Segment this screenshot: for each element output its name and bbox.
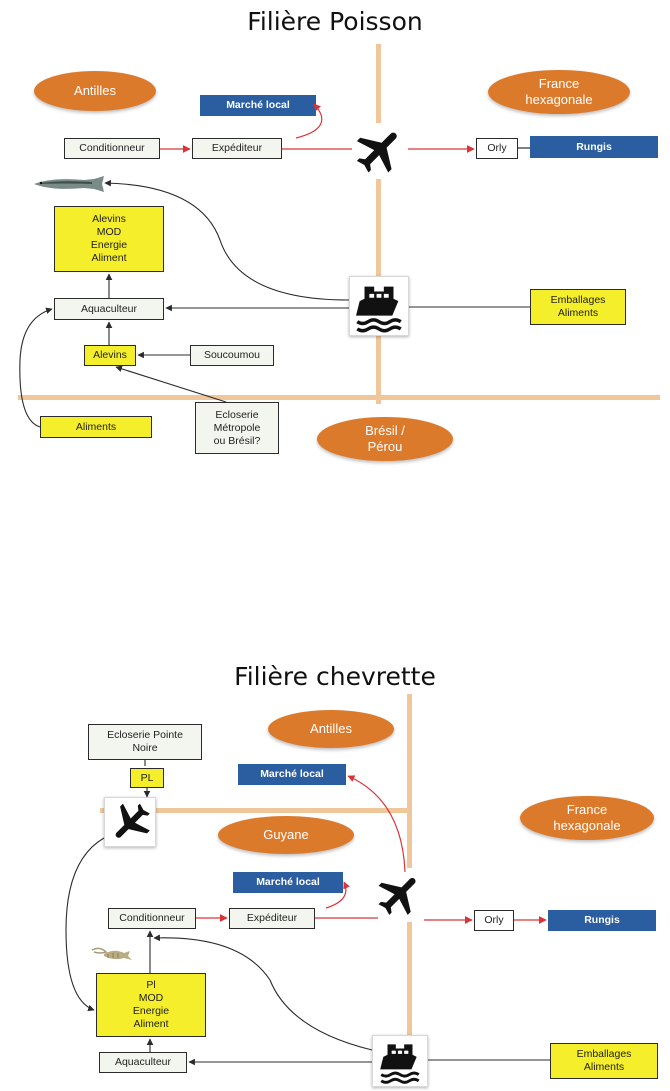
- poisson-arrow-ship-to-fish: [104, 179, 350, 301]
- chevrette-marche-local-1: Marché local: [238, 764, 346, 785]
- shrimp-icon: [88, 944, 134, 966]
- airplane-icon: [104, 797, 156, 847]
- poisson-orly: Orly: [476, 138, 518, 159]
- poisson-emballages: Emballages Aliments: [530, 289, 626, 325]
- poisson-region-antilles: Antilles: [34, 71, 156, 111]
- chevrette-conditionneur: Conditionneur: [108, 908, 196, 929]
- chevrette-title: Filière chevrette: [234, 662, 436, 691]
- poisson-rungis: Rungis: [530, 136, 658, 158]
- poisson-title: Filière Poisson: [247, 7, 423, 36]
- poisson-vertical-separator: [376, 44, 381, 404]
- chevrette-arrow-plane-intrants: [65, 837, 105, 1012]
- poisson-ecloserie: Ecloserie Métropole ou Brésil?: [195, 402, 279, 454]
- poisson-arrow-aliments-aquaculteur: [19, 307, 53, 428]
- chevrette-ecloserie: Ecloserie Pointe Noire: [88, 724, 202, 760]
- airplane-icon: [374, 868, 426, 922]
- chevrette-arrow-ship-conditionneur: [153, 934, 373, 1051]
- poisson-conditionneur: Conditionneur: [64, 138, 160, 159]
- chevrette-region-antilles: Antilles: [268, 710, 394, 748]
- poisson-arrow-ecloserie-alevins: [115, 365, 227, 403]
- poisson-arrow-to-marche-local: [295, 103, 323, 139]
- poisson-aquaculteur: Aquaculteur: [54, 298, 164, 320]
- chevrette-arrow-to-marche-local-2: [325, 881, 350, 909]
- chevrette-orly: Orly: [474, 910, 514, 931]
- poisson-soucoumou: Soucoumou: [190, 345, 274, 366]
- chevrette-horizontal-separator: [100, 808, 410, 813]
- poisson-region-bresil: Brésil / Pérou: [317, 417, 453, 461]
- ship-icon: [349, 276, 409, 336]
- chevrette-arrow-to-marche-local-1: [347, 775, 406, 873]
- poisson-aliments: Aliments: [40, 416, 152, 438]
- chevrette-expediteur: Expéditeur: [229, 908, 315, 929]
- ship-icon: [372, 1035, 428, 1087]
- chevrette-marche-local-2: Marché local: [233, 872, 343, 893]
- poisson-expediteur: Expéditeur: [192, 138, 282, 159]
- poisson-intrants: Alevins MOD Energie Aliment: [54, 206, 164, 272]
- poisson-region-france: France hexagonale: [488, 70, 630, 114]
- chevrette-region-guyane: Guyane: [218, 816, 354, 854]
- fish-icon: [32, 175, 110, 193]
- chevrette-intrants: Pl MOD Energie Aliment: [96, 973, 206, 1037]
- chevrette-rungis: Rungis: [548, 910, 656, 931]
- chevrette-region-france: France hexagonale: [520, 796, 654, 840]
- airplane-icon: [352, 123, 408, 179]
- poisson-marche-local: Marché local: [200, 95, 316, 116]
- chevrette-emballages: Emballages Aliments: [550, 1043, 658, 1079]
- chevrette-pl: PL: [130, 768, 164, 788]
- poisson-alevins: Alevins: [84, 345, 136, 366]
- chevrette-aquaculteur: Aquaculteur: [99, 1052, 187, 1073]
- poisson-horizontal-separator: [18, 395, 660, 400]
